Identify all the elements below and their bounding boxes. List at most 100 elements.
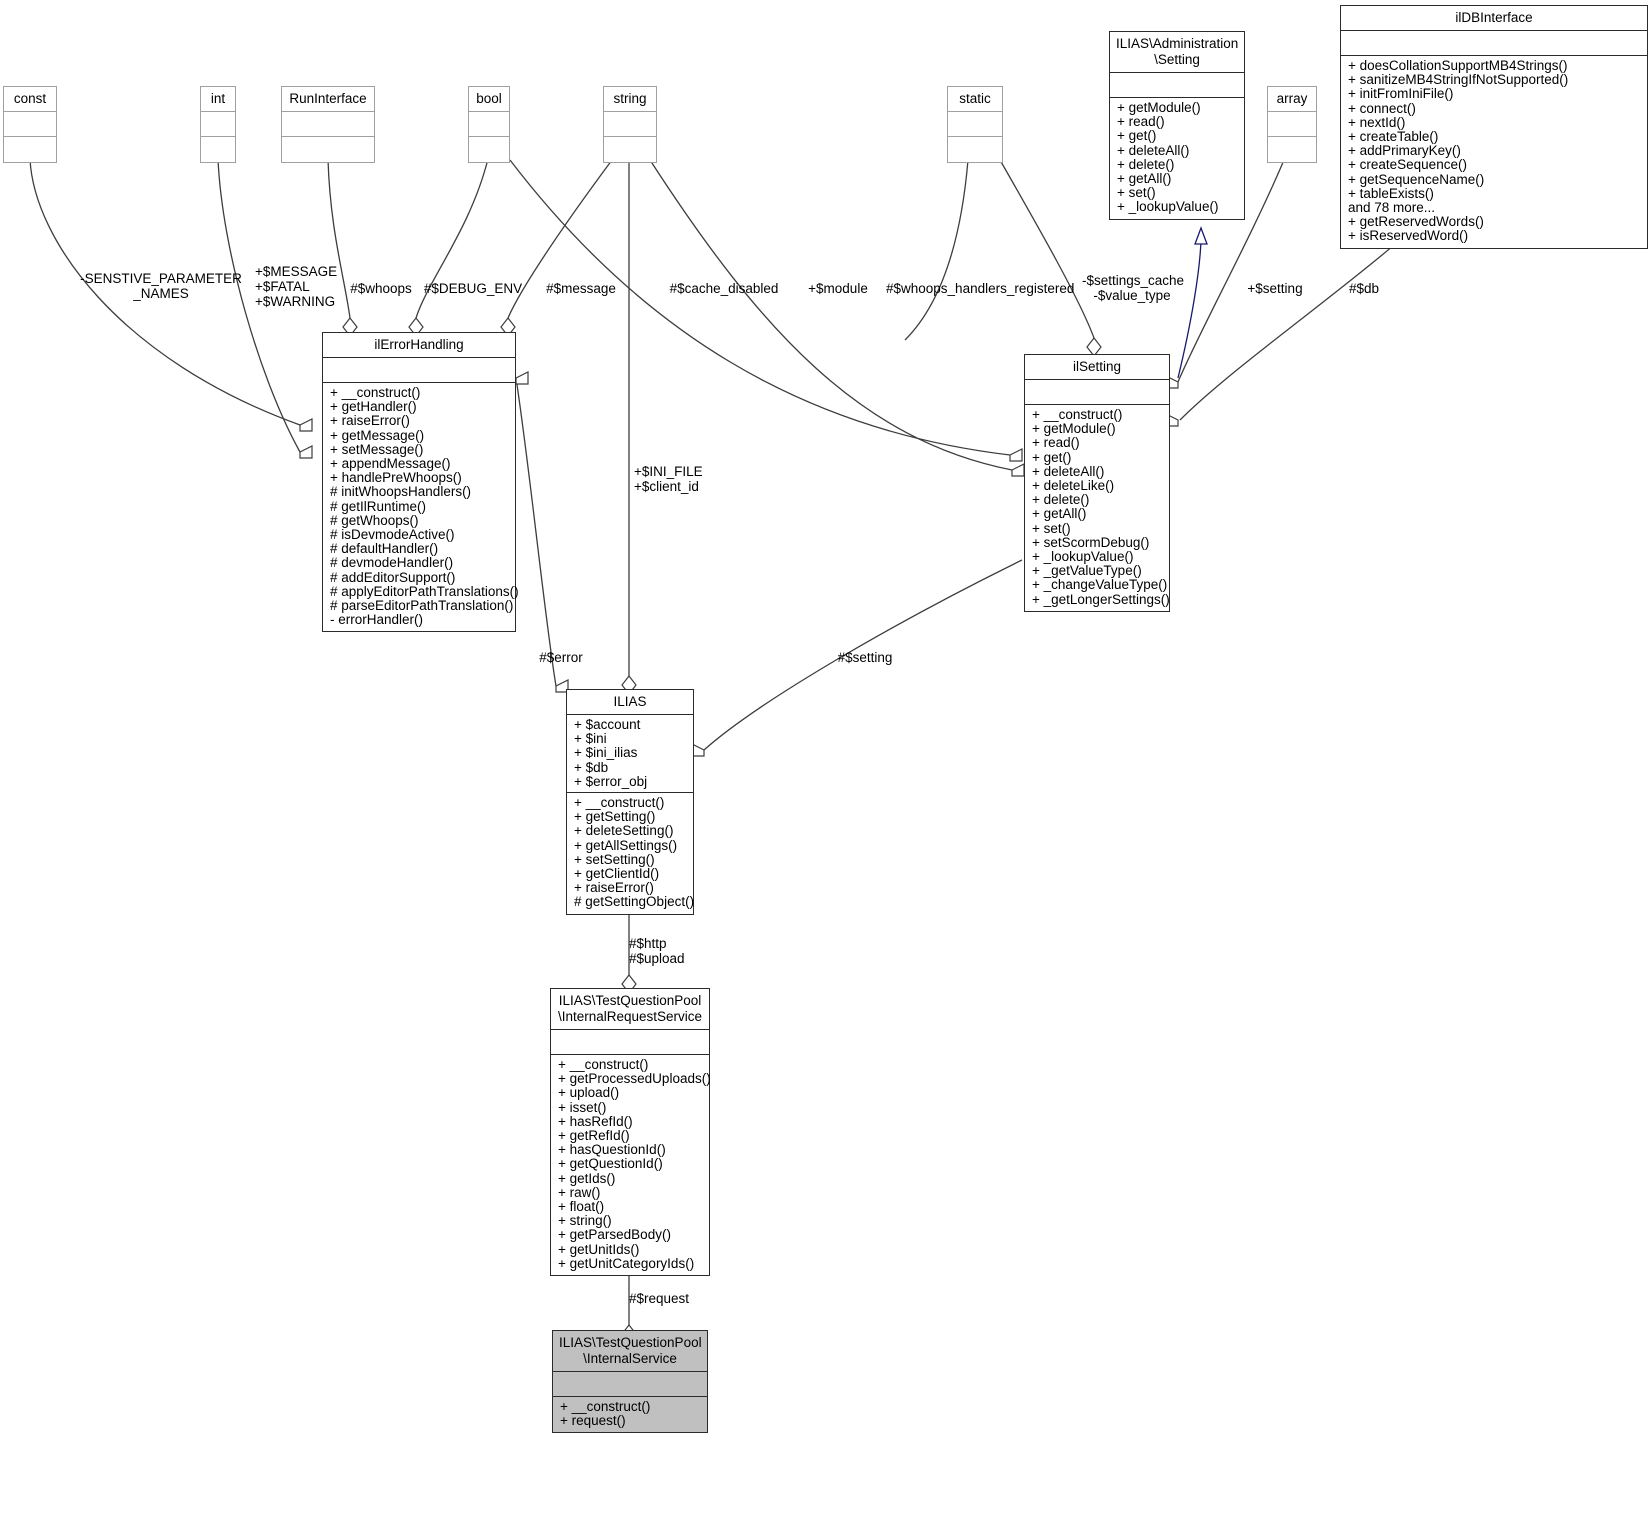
node-ilsetting-operations: + __construct() + getModule() + read() +…	[1025, 405, 1170, 611]
operation-row: + getUnitIds()	[558, 1241, 640, 1257]
node-const-title: const	[4, 87, 56, 112]
node-ilias-title: ILIAS	[567, 690, 693, 715]
operation-row: + raw()	[558, 1184, 601, 1200]
diamond-sensitive	[300, 419, 312, 431]
operation-row: + isset()	[558, 1099, 607, 1115]
edge-label-ini-file-client-id: +$INI_FILE +$client_id	[634, 464, 703, 494]
node-ilsetting-attributes	[1025, 380, 1169, 405]
operation-row: + getModule()	[1032, 421, 1116, 437]
edge-label-whoops-handlers-registered: #$whoops_handlers_registered	[886, 281, 1075, 296]
operation-row: + string()	[558, 1213, 612, 1229]
operation-row: + nextId()	[1348, 114, 1406, 130]
node-internalrequestservice-operations: + __construct() + getProcessedUploads() …	[551, 1055, 711, 1275]
operation-row: + sanitizeMB4StringIfNotSupported()	[1348, 72, 1569, 88]
node-ilsetting-title: ilSetting	[1025, 355, 1169, 380]
operation-row: + __construct()	[1032, 407, 1123, 422]
diamond-module	[1012, 464, 1024, 476]
node-ildbinterface[interactable]: ilDBInterface + doesCollationSupportMB4S…	[1340, 5, 1648, 249]
arrowhead-inheritance	[1195, 228, 1207, 244]
operation-row: # parseEditorPathTranslation()	[330, 598, 514, 614]
attribute-row: + $account	[574, 717, 641, 732]
node-bool[interactable]: bool	[468, 86, 510, 163]
operation-row: + getMessage()	[330, 427, 425, 443]
edge-string-ilsetting	[650, 160, 1012, 470]
node-runinterface-operations	[282, 137, 374, 162]
node-const[interactable]: const	[3, 86, 57, 163]
edge-label-message-fatal-warning: +$MESSAGE +$FATAL +$WARNING	[255, 264, 338, 309]
node-int-attributes	[201, 112, 235, 137]
node-static-attributes	[948, 112, 1002, 137]
operation-row: + __construct()	[558, 1057, 649, 1072]
node-administration-setting-title: ILIAS\Administration \Setting	[1110, 32, 1244, 73]
operation-row: + get()	[1032, 449, 1072, 465]
operation-row: + delete()	[1032, 492, 1090, 508]
operation-row: + doesCollationSupportMB4Strings()	[1348, 58, 1568, 73]
node-internalservice-title: ILIAS\TestQuestionPool \InternalService	[553, 1331, 707, 1372]
edge-inheritance-setting-ilsetting	[1178, 240, 1201, 378]
node-internalrequestservice-title: ILIAS\TestQuestionPool \InternalRequestS…	[551, 989, 709, 1030]
node-runinterface-attributes	[282, 112, 374, 137]
attribute-row: + $error_obj	[574, 773, 648, 789]
operation-row: + hasRefId()	[558, 1113, 633, 1129]
operation-row: + connect()	[1348, 100, 1416, 116]
node-static[interactable]: static	[947, 86, 1003, 163]
operation-row: + getHandler()	[330, 399, 417, 415]
operation-row: + getAll()	[1032, 506, 1087, 522]
edge-label-request: #$request	[629, 1291, 690, 1306]
operation-row: + raiseError()	[574, 880, 654, 896]
operation-row: + __construct()	[560, 1399, 651, 1414]
node-internalrequestservice-attributes	[551, 1030, 709, 1055]
diamond-error-side	[516, 372, 528, 384]
operation-row: + getRefId()	[558, 1128, 630, 1144]
operation-row: + float()	[558, 1199, 605, 1215]
operation-row: # getIlRuntime()	[330, 498, 427, 514]
node-internalrequestservice[interactable]: ILIAS\TestQuestionPool \InternalRequestS…	[550, 988, 711, 1277]
operation-row: + deleteSetting()	[574, 823, 674, 839]
diamond-message-fatal	[300, 446, 312, 458]
operation-row: + deleteLike()	[1032, 478, 1115, 494]
node-ilias[interactable]: ILIAS + $account + $ini + $ini_ilias + $…	[566, 689, 694, 915]
edge-label-settings-cache-value-type: -$settings_cache -$value_type	[1082, 273, 1185, 303]
edge-label-db: #$db	[1348, 281, 1380, 296]
operation-row: + request()	[560, 1413, 626, 1429]
operation-row: and 78 more...	[1348, 200, 1436, 216]
edge-ilerrorhandling-ilias	[516, 378, 556, 686]
operation-row: + _changeValueType()	[1032, 577, 1168, 593]
node-string[interactable]: string	[603, 86, 657, 163]
node-administration-setting-attributes	[1110, 73, 1244, 98]
operation-row: + createTable()	[1348, 129, 1439, 145]
node-array[interactable]: array	[1267, 86, 1317, 163]
operation-row: + get()	[1117, 128, 1157, 144]
operation-row: + __construct()	[330, 385, 421, 400]
edge-bool-ilsetting	[510, 160, 1010, 455]
operation-row: + setMessage()	[330, 441, 424, 457]
node-int[interactable]: int	[200, 86, 236, 163]
node-ildbinterface-attributes	[1341, 31, 1647, 56]
operation-row: + getSetting()	[574, 809, 656, 825]
edge-static-ilerrorhandling	[905, 160, 968, 340]
operation-row: # devmodeHandler()	[330, 555, 454, 571]
operation-row: + getModule()	[1117, 100, 1201, 115]
edge-label-setting-mid: #$setting	[837, 650, 893, 665]
node-internalservice-operations: + __construct() + request()	[553, 1397, 707, 1432]
operation-row: + addPrimaryKey()	[1348, 143, 1461, 159]
node-internalservice-attributes	[553, 1372, 707, 1397]
node-ilsetting[interactable]: ilSetting + __construct() + getModule() …	[1024, 354, 1170, 612]
node-internalservice[interactable]: ILIAS\TestQuestionPool \InternalService …	[552, 1330, 708, 1434]
node-ilerrorhandling[interactable]: ilErrorHandling + __construct() + getHan…	[322, 332, 519, 633]
node-const-operations	[4, 137, 56, 162]
operation-row: + getUnitCategoryIds()	[558, 1255, 695, 1271]
node-int-title: int	[201, 87, 235, 112]
node-administration-setting[interactable]: ILIAS\Administration \Setting + getModul…	[1109, 31, 1245, 220]
edge-static-ilsetting	[1000, 160, 1094, 338]
operation-row: + _getLongerSettings()	[1032, 591, 1170, 607]
node-array-title: array	[1268, 87, 1316, 112]
operation-row: + getIds()	[558, 1170, 616, 1186]
node-ildbinterface-operations: + doesCollationSupportMB4Strings() + san…	[1341, 56, 1647, 248]
node-ilias-attributes: + $account + $ini + $ini_ilias + $db + $…	[567, 715, 693, 794]
edge-label-module: +$module	[808, 281, 868, 296]
node-runinterface[interactable]: RunInterface	[281, 86, 375, 163]
edge-label-error: #$error	[539, 650, 583, 665]
operation-row: + read()	[1117, 114, 1165, 130]
attribute-row: + $ini	[574, 731, 607, 747]
